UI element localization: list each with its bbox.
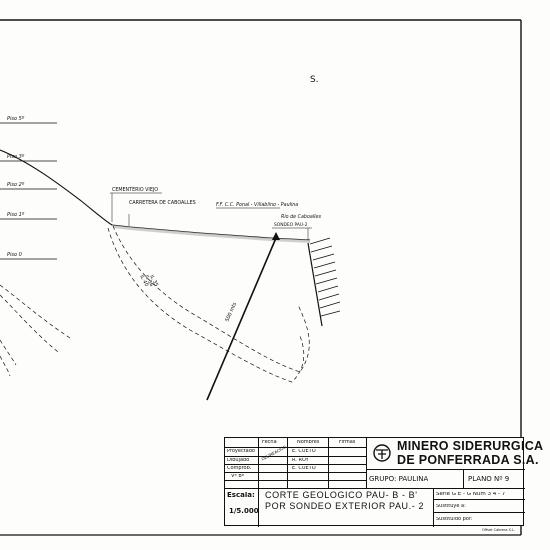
scale-label: Escala: [227,492,255,499]
company-name-line2: DE PONFERRADA S.A. [397,454,539,467]
borehole-depth-label: 500 mts [224,301,238,323]
seam-left-2 [0,294,59,353]
seam-b [107,227,305,383]
replaces-label: Sustituye a: [436,504,466,509]
header-fecha: Fecha [262,440,277,445]
seam-left-4 [0,355,11,377]
terrain-profile [0,149,311,241]
level-label: Piso 0 [7,252,22,258]
role-label: Proyectado [227,449,255,454]
role-label: Dibujado [227,458,250,463]
seam-left-3 [0,339,17,366]
company-name-line1: MINERO SIDERURGICA [397,440,544,453]
label-sondeo: SONDEO PAU-2 [274,222,308,228]
orientation-mark: S. [310,75,319,85]
alluvium-fill [112,225,310,243]
header-firmas: Firmas [339,440,356,445]
drawing-title-line1: CORTE GEOLOGICO PAU- B - B' [265,491,418,500]
level-labels: Piso 5º Piso 3º Piso 2º Piso 1º Piso 0 [7,116,25,258]
role-label: Vº Bº [231,474,245,479]
layer-code: IL 40 [138,274,149,288]
title-block: Fecha Nombres Firmas Proyectado Dibujado… [224,437,543,527]
drawing-title-line2: POR SONDEO EXTERIOR PAU.- 2 [265,502,425,511]
layer-codes: IL 35 IL 36 IL 40 [138,274,159,288]
level-label: Piso 1º [7,212,25,218]
level-label: Piso 2º [7,182,25,188]
seam-left-1 [0,284,71,339]
borehole-line [206,237,277,401]
printer-credit: Offset Cabrera S.L. [482,528,516,532]
scale-value: 1/5.000 [229,508,259,515]
label-carretera: CARRETERA DE CABOALLES [129,200,196,206]
name-value: E. CUETO [292,449,316,454]
level-lines [0,122,57,260]
name-value: R. ROY [292,458,309,463]
replaced-by-label: Sustituido por: [436,517,473,522]
coal-seams [0,225,310,383]
group-label: GRUPO: PAULINA [369,476,429,483]
name-value: E. CUETO [292,466,316,471]
layer-code: IL 36 [143,274,154,288]
seam-a [112,225,310,373]
company-logo-icon [373,444,391,462]
series-number: Serie G E - G Num 3 4 - 7 [436,492,506,497]
layer-code: IL 35 [148,274,159,288]
level-label: Piso 5º [7,116,25,122]
role-label: Comprob. [227,466,252,471]
label-cementerio: CEMENTERIO VIEJO [112,187,158,193]
fault-wall [307,242,323,327]
header-nombres: Nombres [297,440,320,445]
fault-hatching [309,237,341,317]
label-railway: F.F. C.C. Ponal - Villablino - Paulina [216,202,298,208]
borehole-marker [272,232,280,240]
plan-number: PLANO Nº 9 [468,476,510,483]
label-river: Rio de Caboalles [281,214,321,220]
